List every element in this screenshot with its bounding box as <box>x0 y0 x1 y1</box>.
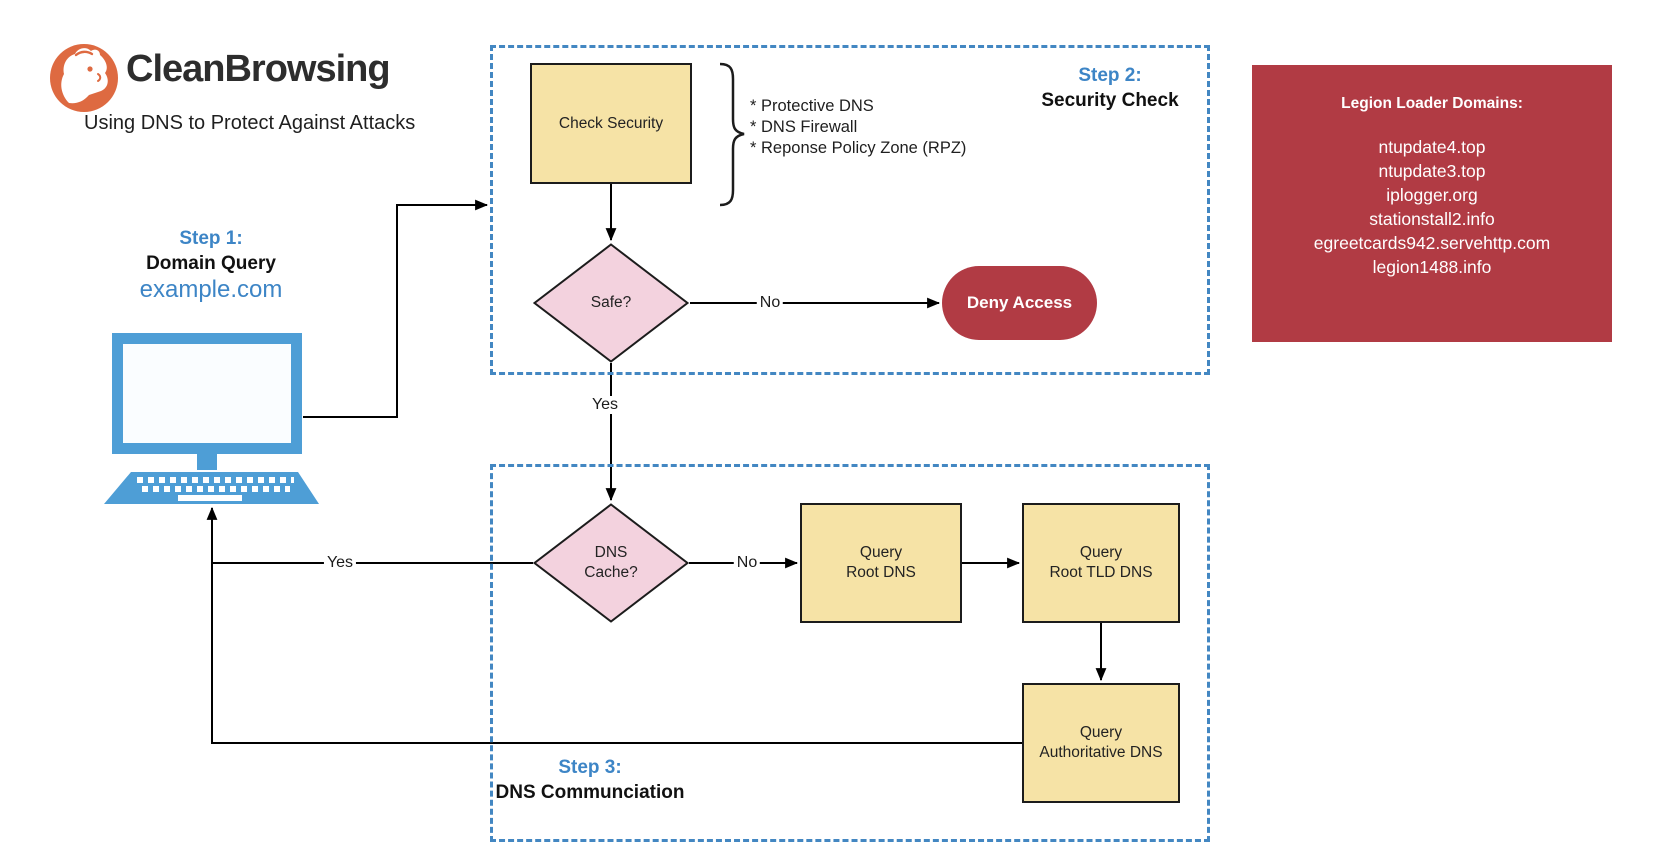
step3-label: Step 3: DNS Communciation <box>485 755 695 805</box>
dns-cache-label: DNS Cache? <box>584 543 637 583</box>
query-tld-line2: Root TLD DNS <box>1049 564 1153 581</box>
step3-title: Step 3: <box>558 757 622 778</box>
legion-domain: legion1488.info <box>1372 257 1492 277</box>
step2-label: Step 2: Security Check <box>1025 63 1195 113</box>
legion-domain-list: ntupdate4.top ntupdate3.top iplogger.org… <box>1252 135 1612 279</box>
query-tld-line1: Query <box>1079 544 1123 561</box>
legion-loader-box: Legion Loader Domains: ntupdate4.top ntu… <box>1252 65 1612 342</box>
query-root-dns-box: Query Root DNS <box>800 503 962 623</box>
legion-domain: stationstall2.info <box>1369 209 1495 229</box>
safe-decision-label: Safe? <box>590 294 632 311</box>
check-security-box: Check Security <box>530 63 692 184</box>
edge-label-no-safe: No <box>756 294 784 312</box>
cleanbrowsing-logo-icon <box>50 44 118 112</box>
edge-label-yes-safe: Yes <box>588 396 622 414</box>
query-auth-line2: Authoritative DNS <box>1039 744 1163 761</box>
query-authoritative-dns-label: Query Authoritative DNS <box>1039 723 1162 763</box>
diamond-shape <box>533 243 689 363</box>
dns-cache-label-line1: DNS <box>594 544 628 561</box>
query-root-tld-dns-box: Query Root TLD DNS <box>1022 503 1180 623</box>
step2-title: Step 2: <box>1078 65 1142 86</box>
query-root-line1: Query <box>859 544 903 561</box>
query-root-dns-label: Query Root DNS <box>846 543 916 583</box>
deny-access-label: Deny Access <box>966 293 1073 312</box>
diamond-shape <box>533 503 689 623</box>
step1-domain: example.com <box>139 276 283 303</box>
safe-decision-diamond: Safe? <box>533 243 689 363</box>
query-root-line2: Root DNS <box>846 564 916 581</box>
edge-auth-return-to-computer <box>206 506 1022 744</box>
bullet-rpz: * Reponse Policy Zone (RPZ) <box>750 139 967 157</box>
query-root-tld-dns-label: Query Root TLD DNS <box>1049 543 1152 583</box>
legion-loader-title: Legion Loader Domains: <box>1341 95 1523 112</box>
query-auth-line1: Query <box>1079 724 1123 741</box>
query-authoritative-dns-box: Query Authoritative DNS <box>1022 683 1180 803</box>
dns-cache-label-line2: Cache? <box>584 564 638 581</box>
computer-icon <box>104 333 319 504</box>
security-bullet-list: * Protective DNS * DNS Firewall * Repons… <box>750 96 966 159</box>
step2-subtitle: Security Check <box>1041 90 1179 111</box>
edge-label-no-cache: No <box>733 554 761 572</box>
step3-subtitle: DNS Communciation <box>495 782 685 803</box>
deny-access-box: Deny Access <box>942 266 1097 340</box>
brand-name: CleanBrowsing <box>126 48 391 90</box>
legion-domain: egreetcards942.servehttp.com <box>1313 233 1551 253</box>
dns-cache-decision-diamond: DNS Cache? <box>533 503 689 623</box>
step1-label: Step 1: Domain Query example.com <box>61 226 361 304</box>
curly-brace <box>719 62 745 207</box>
legion-domain: ntupdate3.top <box>1378 161 1486 181</box>
legion-domain: ntupdate4.top <box>1378 137 1486 157</box>
edge-label-yes-cache: Yes <box>323 554 357 572</box>
check-security-label: Check Security <box>558 114 664 132</box>
bullet-dns-firewall: * DNS Firewall <box>750 118 858 136</box>
brand-tagline: Using DNS to Protect Against Attacks <box>84 112 416 134</box>
step2-container <box>490 45 1210 375</box>
bullet-protective-dns: * Protective DNS <box>750 97 874 115</box>
step1-subtitle: Domain Query <box>146 253 276 274</box>
step3-container <box>490 464 1210 842</box>
step1-title: Step 1: <box>179 228 243 249</box>
legion-domain: iplogger.org <box>1386 185 1478 205</box>
edge-computer-to-step2 <box>303 199 489 418</box>
